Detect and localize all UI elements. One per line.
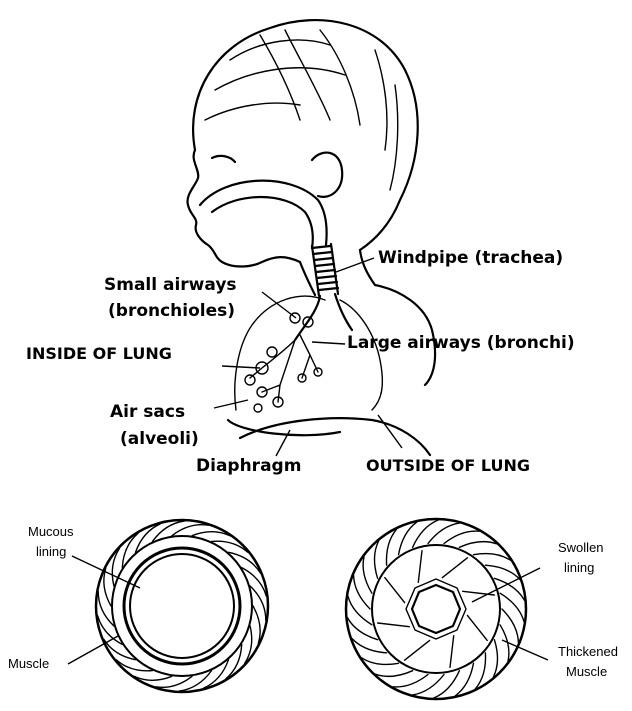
muscle-fiber [212,541,248,552]
label-outside-of-lung: OUTSIDE OF LUNG [366,456,530,475]
lining-fold [385,578,405,603]
label-thickened-1: Thickened [558,644,618,659]
lining-fold [450,636,454,668]
muscle-fiber [253,606,260,644]
bronchial-tree [245,294,352,412]
label-mucous-1: Mucous [28,524,74,539]
muscle-fiber [474,554,511,561]
top-leader-lines [214,258,402,456]
label-swollen-2: lining [564,560,594,575]
muscle-fiber [493,640,497,677]
normal-airway-cross-section [96,520,268,692]
child-illustration [187,20,435,455]
muscle-fiber [434,671,460,698]
muscle-fiber [428,523,459,543]
label-muscle: Muscle [8,656,49,671]
label-air-sacs-1: Air sacs [110,402,185,422]
narrowed-lumen [412,585,460,633]
muscle-fiber [393,675,428,687]
muscle-fiber [362,658,399,665]
muscle-fiber [156,676,192,687]
label-air-sacs-2: (alveoli) [120,429,199,449]
muscle-fiber [500,593,524,622]
muscle-fiber [444,531,479,543]
lining-fold [442,558,467,578]
label-small-airways-1: Small airways [104,275,237,295]
label-small-airways-2: (bronchioles) [108,301,235,321]
lining-fold [467,615,487,640]
label-large-airways: Large airways (bronchi) [347,333,575,353]
label-mucous-2: lining [36,544,66,559]
muscle-fiber [413,675,444,695]
muscle-fiber [459,542,496,548]
lining-fold [418,551,422,583]
muscle-fiber [116,660,152,671]
lining-fold [378,623,410,627]
label-diaphragm: Diaphragm [196,456,301,476]
muscle-fiber [354,575,370,609]
trachea-rings [312,244,338,296]
muscle-fiber [172,525,208,536]
muscle-fiber [375,671,412,677]
muscle-fiber [242,568,267,597]
label-thickened-2: Muscle [566,664,607,679]
label-windpipe: Windpipe (trachea) [378,248,563,268]
muscle-fiber [413,520,439,547]
label-inside-of-lung: INSIDE OF LUNG [26,344,172,363]
inflamed-airway-cross-section [346,519,526,699]
thickened-muscle-fibers [347,520,524,698]
label-swollen-1: Swollen [558,540,604,555]
lining-fold [405,640,430,660]
muscle-fiber [502,609,518,643]
muscle-fiber [374,541,378,578]
muscle-fiber [348,596,372,625]
muscle-fiber [363,557,372,594]
